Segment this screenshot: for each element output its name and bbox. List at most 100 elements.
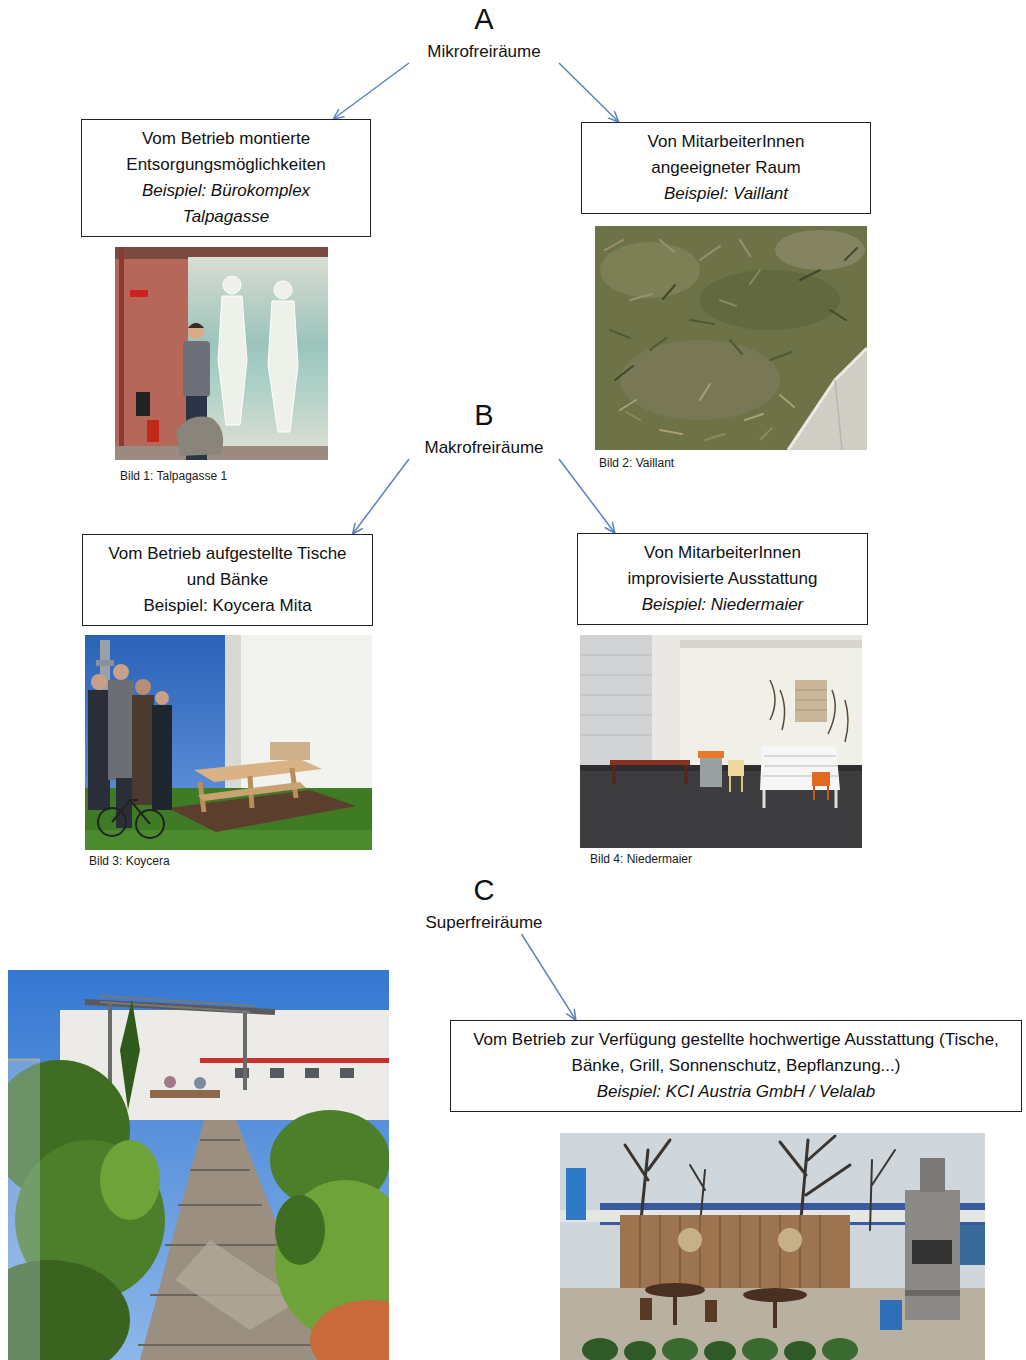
- section-title: Makrofreiräume: [409, 437, 559, 459]
- photo-koycera-part: [88, 690, 110, 810]
- flow-arrow: [559, 63, 619, 122]
- photo-talpagasse-part: [136, 392, 150, 416]
- photo-koycera-part: [194, 759, 322, 782]
- photo-vaillant-part-part: [610, 320, 792, 360]
- photo-velalab-part: [705, 1300, 717, 1322]
- photo-koycera-part: [132, 695, 154, 805]
- photo-rooftop-garden: [8, 970, 389, 1360]
- photo-vaillant: [595, 226, 867, 450]
- category-box: Vom Betrieb aufgestellte Tische und Bänk…: [82, 534, 373, 626]
- photo-rooftop-garden-part: [150, 1090, 220, 1098]
- category-box: Vom Betrieb montierte Entsorgungsmöglich…: [81, 119, 371, 237]
- photo-velalab-part: [704, 1341, 736, 1360]
- photo-vaillant-part: [835, 380, 842, 450]
- photo-talpagasse-part: [115, 247, 328, 460]
- photo-velalab-part: [624, 1341, 656, 1360]
- photo-velalab-part: [912, 1240, 952, 1264]
- photo-velalab-part: [662, 1338, 698, 1360]
- photo-rooftop-garden-part: [310, 1300, 389, 1360]
- photo-velalab-part: [773, 1302, 777, 1328]
- section-letter: B: [409, 398, 559, 432]
- photo-velalab-part: [743, 1288, 807, 1302]
- photo-rooftop-garden-part: [200, 1058, 389, 1063]
- photo-rooftop-garden-part: [340, 1068, 354, 1078]
- section-title: Superfreiräume: [409, 912, 559, 934]
- photo-rooftop-garden-part: [270, 1068, 284, 1078]
- photo-niedermaier-part: [764, 790, 836, 808]
- photo-velalab-part: [645, 1283, 705, 1297]
- photo-niedermaier-part: [680, 640, 862, 648]
- flow-arrow: [353, 459, 409, 534]
- section-letter: C: [409, 873, 559, 907]
- photo-rooftop-garden-part: [120, 1000, 140, 1110]
- category-box: Vom Betrieb zur Verfügung gestellte hoch…: [450, 1020, 1022, 1112]
- box-heading: Von MitarbeiterInnen angeeigneter Raum: [600, 129, 852, 181]
- photo-velalab-part: [920, 1158, 945, 1192]
- photo-talpagasse-part: [218, 296, 247, 425]
- flow-arrow: [522, 934, 576, 1020]
- photo-koycera-part: [225, 635, 372, 805]
- photo-koycera-part: [96, 660, 114, 666]
- photo-vaillant-part: [788, 348, 867, 450]
- photo-koycera-part: [108, 680, 134, 780]
- example-text: Beispiel: Koycera Mita: [101, 593, 354, 619]
- photo-vaillant-part-part: [626, 270, 772, 440]
- photo-caption: Bild 2: Vaillant: [597, 456, 676, 471]
- photo-velalab-part: [582, 1338, 618, 1360]
- photo-talpagasse-part: [176, 417, 223, 456]
- photo-velalab-part: [640, 1215, 820, 1290]
- box-heading: Vom Betrieb montierte Entsorgungsmöglich…: [100, 126, 352, 178]
- photo-rooftop-garden-part: [100, 1140, 160, 1220]
- photo-talpagasse-part: [147, 420, 159, 442]
- photo-vaillant-part: [775, 230, 865, 270]
- photo-velalab-part: [822, 1338, 858, 1360]
- category-box: Von MitarbeiterInnen angeeigneter RaumBe…: [581, 122, 871, 214]
- photo-vaillant-part-part: [620, 384, 794, 434]
- section-heading: C Superfreiräume: [409, 873, 559, 934]
- photo-talpagasse-part: [188, 323, 204, 328]
- photo-velalab-part: [784, 1341, 816, 1360]
- photo-talpagasse-part: [188, 323, 204, 339]
- flow-arrow: [333, 63, 409, 119]
- photo-koycera-part: [116, 778, 132, 828]
- photo-niedermaier-part: [812, 772, 830, 786]
- photo-vaillant-part: [788, 348, 867, 450]
- photo-niedermaier-part: [580, 655, 652, 735]
- example-text: Beispiel: KCI Austria GmbH / Velalab: [465, 1079, 1007, 1105]
- section-heading: AMikrofreiräume: [409, 2, 559, 63]
- box-heading: Vom Betrieb aufgestellte Tische und Bänk…: [101, 541, 354, 593]
- photo-velalab-part: [678, 1228, 702, 1252]
- photo-koycera-part: [155, 691, 169, 705]
- photo-vaillant-part-part: [615, 248, 857, 380]
- photo-vaillant-part-part: [605, 240, 750, 300]
- photo-koycera-part: [270, 742, 310, 760]
- photo-rooftop-garden-part: [164, 1076, 176, 1088]
- photo-koycera-part: [135, 679, 151, 695]
- photo-caption: Bild 3: Koycera: [87, 854, 172, 869]
- photo-rooftop-garden-part: [100, 996, 255, 1012]
- photo-talpagasse-part: [130, 290, 148, 297]
- photo-koycera-part: [91, 674, 107, 690]
- photo-niedermaier-part: [795, 680, 827, 722]
- photo-talpagasse-part: [274, 281, 292, 299]
- photo-velalab-part-part: [870, 1150, 895, 1230]
- photo-talpagasse: [115, 247, 328, 460]
- photo-niedermaier-part: [730, 776, 742, 792]
- photo-vaillant-part: [620, 340, 780, 420]
- category-box: Von MitarbeiterInnen improvisierte Ausst…: [577, 533, 868, 625]
- photo-velalab: [560, 1133, 985, 1360]
- photo-niedermaier-part: [760, 746, 840, 790]
- photo-velalab-part: [905, 1290, 960, 1296]
- example-text: Beispiel: Vaillant: [600, 181, 852, 207]
- photo-velalab-part: [560, 1133, 985, 1360]
- example-text: Beispiel: Bürokomplex Talpagasse: [100, 178, 352, 230]
- photo-talpagasse-part: [183, 341, 210, 397]
- photo-koycera-part: [198, 782, 306, 801]
- photo-niedermaier: [580, 635, 862, 848]
- photo-talpagasse-part: [223, 276, 241, 294]
- photo-caption: Bild 4: Niedermaier: [588, 852, 694, 867]
- box-heading: Vom Betrieb zur Verfügung gestellte hoch…: [465, 1027, 1007, 1079]
- box-heading: Von MitarbeiterInnen improvisierte Ausst…: [596, 540, 849, 592]
- photo-koycera-part: [168, 790, 356, 832]
